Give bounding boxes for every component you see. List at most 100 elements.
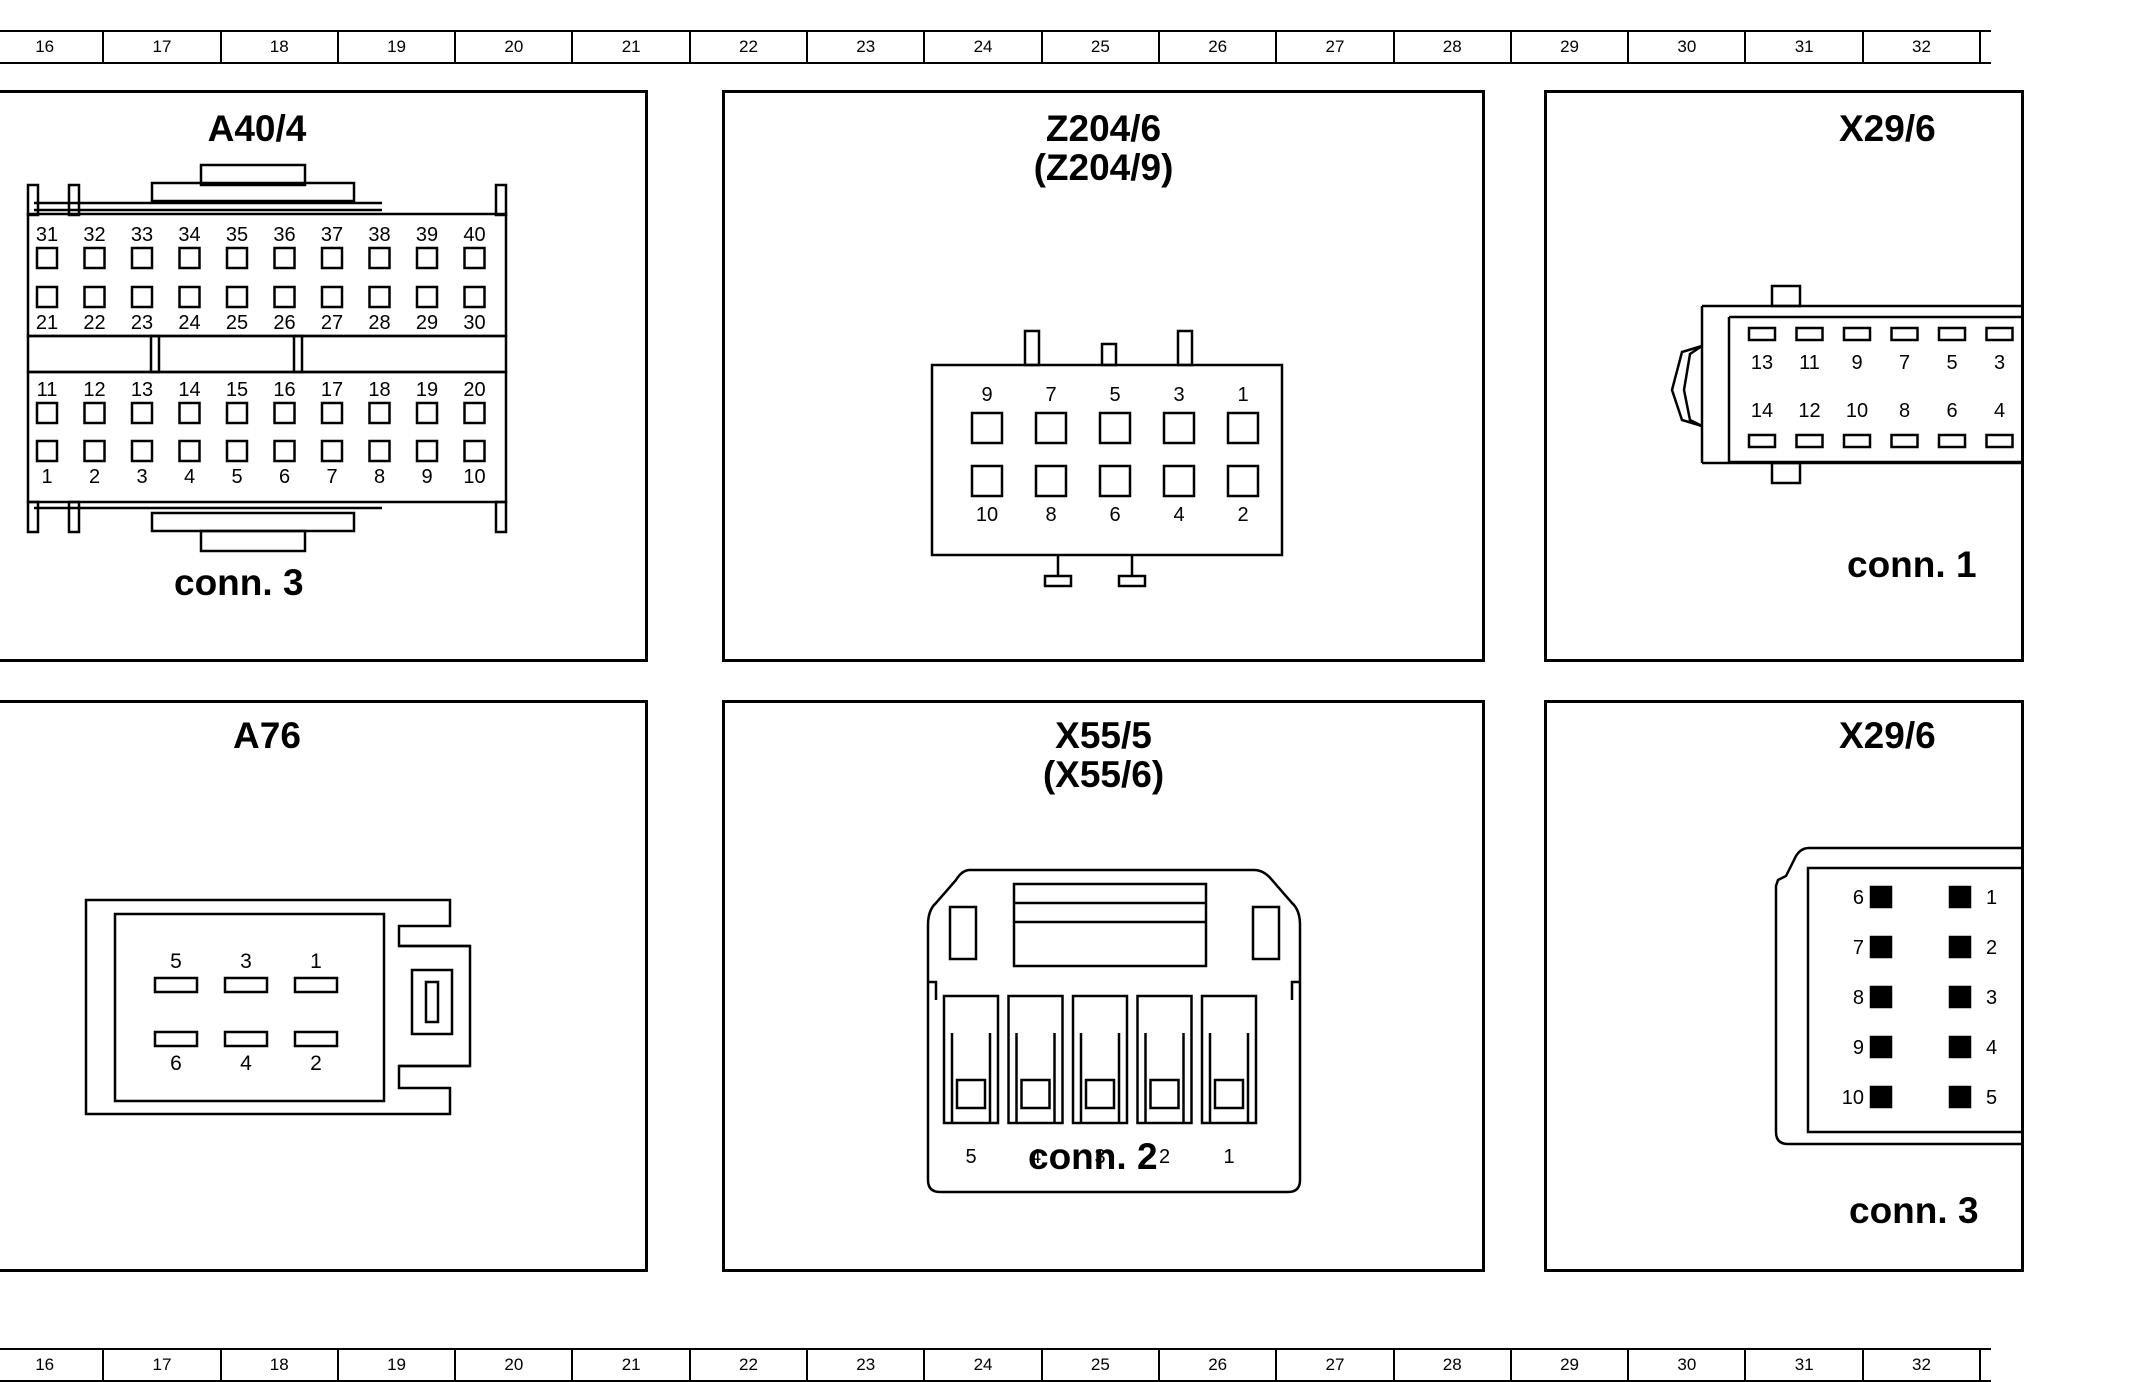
connector-label: conn. 3 xyxy=(174,562,304,603)
pin-number: 12 xyxy=(1798,400,1820,422)
pin-number: 8 xyxy=(374,466,385,488)
pin-cavity xyxy=(1795,433,1824,449)
pin-bay xyxy=(1200,994,1258,1125)
pin-cavity xyxy=(1747,326,1777,342)
pin-bay-wall xyxy=(1208,1033,1250,1123)
pin-number: 5 xyxy=(170,950,182,973)
pin-cavity xyxy=(1985,326,2014,342)
pin-bay-wall xyxy=(950,1033,992,1123)
pin-cavity xyxy=(1213,1078,1245,1110)
pin-number: 3 xyxy=(1173,384,1184,406)
pin-cavity xyxy=(320,285,344,309)
pin-number: 3 xyxy=(136,466,147,488)
pin-cavity xyxy=(130,439,154,463)
pin-number: 29 xyxy=(416,312,438,334)
pin-number: 6 xyxy=(279,466,290,488)
ruler-column-label: 20 xyxy=(456,1348,574,1382)
pin-cavity xyxy=(225,246,249,270)
pin-number: 1 xyxy=(1237,384,1248,406)
pin-number: 27 xyxy=(321,312,343,334)
pin-number: 7 xyxy=(1899,352,1910,374)
pin-cavity xyxy=(415,246,439,270)
ruler-column-label: 31 xyxy=(1747,1348,1864,1382)
ruler-column-label: 23 xyxy=(808,30,926,64)
pin-bay-wall xyxy=(1144,1033,1185,1123)
pin-cavity xyxy=(153,976,199,994)
pin-cavity xyxy=(273,401,296,425)
panel-title: A40/4 xyxy=(207,108,307,149)
panel-title: X55/5 xyxy=(1055,715,1152,756)
pin-cavity xyxy=(1098,464,1132,498)
ruler-column-label: 28 xyxy=(1395,30,1512,64)
pin-number: 21 xyxy=(36,312,58,334)
pin-cavity xyxy=(1149,1078,1180,1110)
pin-cavity xyxy=(1162,464,1196,498)
pin-number: 17 xyxy=(321,379,343,401)
pin-number: 15 xyxy=(226,379,248,401)
ruler-column-label: 24 xyxy=(925,30,1043,64)
pin-number: 2 xyxy=(1159,1146,1170,1168)
ruler-column-label: 26 xyxy=(1160,30,1278,64)
ruler-line xyxy=(0,1380,1991,1382)
pin-number: 9 xyxy=(421,466,432,488)
pin-cavity xyxy=(1948,1035,1972,1059)
ruler-column-label: 20 xyxy=(456,30,574,64)
connector-label: conn. 3 xyxy=(1849,1190,1979,1231)
pin-number: 24 xyxy=(178,312,200,334)
pin-number: 10 xyxy=(976,504,998,526)
pin-cavity xyxy=(1034,464,1068,498)
pin-cavity xyxy=(153,1030,199,1048)
pin-cavity xyxy=(1034,411,1068,445)
pin-number: 4 xyxy=(1986,1037,1997,1059)
pin-bay xyxy=(942,994,1000,1125)
pin-number: 8 xyxy=(1853,987,1864,1009)
pin-cavity xyxy=(320,439,344,463)
ruler-column-label: 16 xyxy=(0,1348,105,1382)
pin-bay xyxy=(1071,994,1129,1125)
pin-number: 37 xyxy=(321,224,343,246)
pin-cavity xyxy=(955,1078,987,1110)
pin-cavity xyxy=(35,439,59,463)
pin-cavity xyxy=(35,401,59,425)
panel-title: A76 xyxy=(233,715,301,756)
ruler-column-label: 25 xyxy=(1043,1348,1160,1382)
pin-number: 7 xyxy=(1045,384,1056,406)
pin-cavity xyxy=(83,246,106,270)
pin-number: 25 xyxy=(226,312,248,334)
pin-cavity xyxy=(1948,885,1972,909)
pin-cavity xyxy=(1937,433,1967,449)
ruler-column-label: 31 xyxy=(1747,30,1864,64)
pin-number: 9 xyxy=(1853,1037,1864,1059)
pin-cavity xyxy=(1890,326,1919,342)
ruler-line xyxy=(0,1348,1991,1350)
pin-cavity xyxy=(1869,1085,1893,1109)
pin-number: 4 xyxy=(240,1052,252,1075)
pin-cavity xyxy=(273,439,296,463)
pin-number: 5 xyxy=(1946,352,1957,374)
pin-bay xyxy=(1136,994,1193,1125)
pin-number: 40 xyxy=(463,224,485,246)
pin-cavity xyxy=(415,285,439,309)
ruler-column-label: 27 xyxy=(1277,1348,1395,1382)
pin-number: 9 xyxy=(1851,352,1862,374)
ruler-column-label: 24 xyxy=(925,1348,1043,1382)
pin-number: 6 xyxy=(170,1052,182,1075)
pin-number: 4 xyxy=(1994,400,2005,422)
pin-number: 1 xyxy=(1223,1146,1234,1168)
ruler-column-label: 18 xyxy=(222,1348,339,1382)
ruler-column-label: 21 xyxy=(574,30,691,64)
pin-cavity xyxy=(83,401,106,425)
panel-title: X29/6 xyxy=(1839,108,1936,149)
pin-cavity xyxy=(415,439,439,463)
pin-number: 14 xyxy=(178,379,200,401)
pin-cavity xyxy=(1226,411,1260,445)
pin-cavity xyxy=(368,285,391,309)
